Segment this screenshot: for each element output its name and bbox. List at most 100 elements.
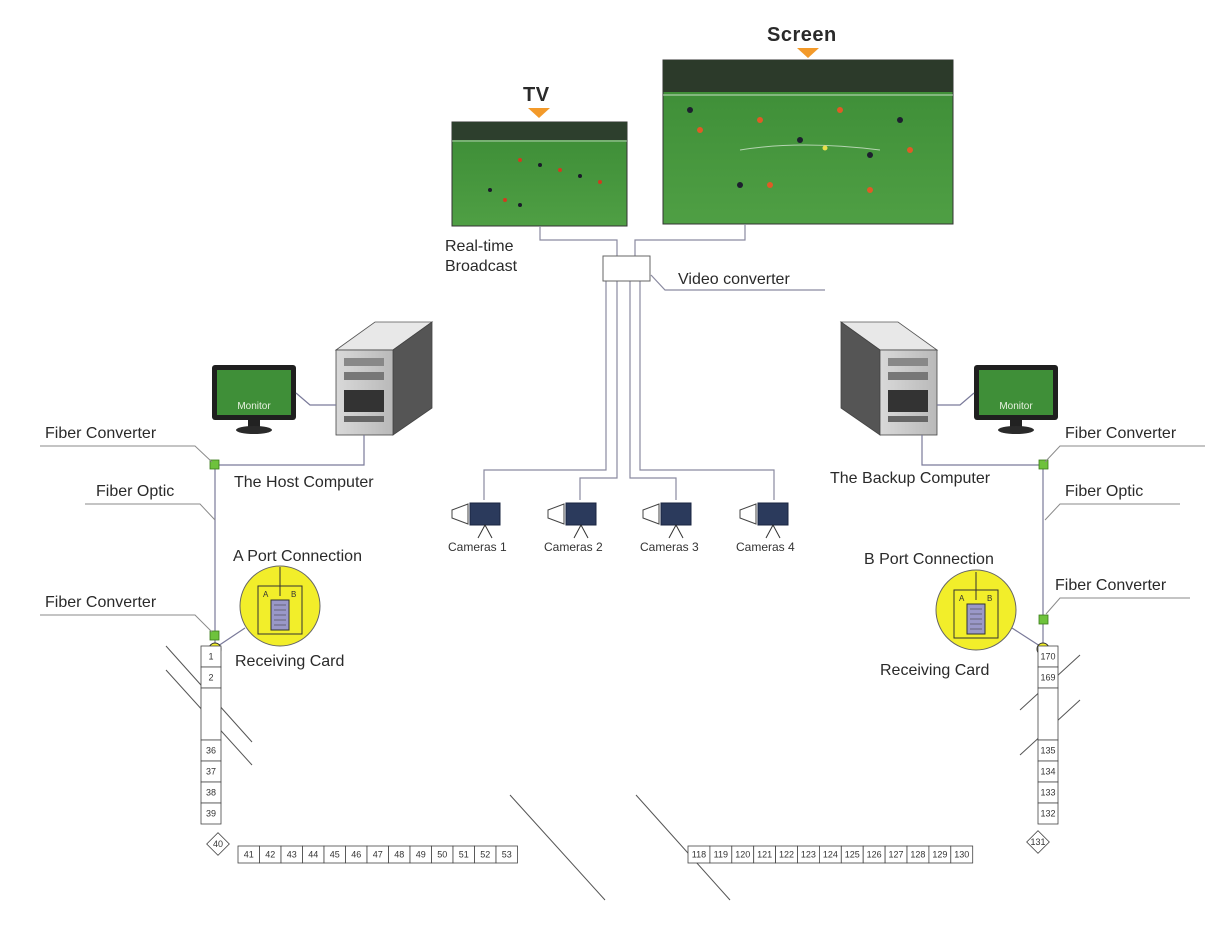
led-module-cell: 134 bbox=[1037, 760, 1059, 783]
backup-computer-label: The Backup Computer bbox=[830, 470, 991, 487]
svg-text:129: 129 bbox=[932, 850, 947, 860]
video-lines bbox=[483, 224, 825, 500]
led-module-cell: 135 bbox=[1037, 739, 1059, 762]
led-module-cell: 118 bbox=[687, 845, 711, 864]
led-module-cell: 37 bbox=[200, 760, 222, 783]
led-module-cell: 123 bbox=[797, 845, 820, 864]
led-module-cell: 169 bbox=[1037, 666, 1059, 689]
host-lines bbox=[214, 392, 365, 649]
big-screen-display bbox=[662, 59, 954, 225]
led-module-cell: 42 bbox=[259, 845, 282, 864]
left-receiving-card-label: Receiving Card bbox=[235, 653, 345, 670]
host-monitor-text: Monitor bbox=[237, 401, 271, 412]
host-tower-icon bbox=[334, 321, 434, 436]
right-receiving-card-label: Receiving Card bbox=[880, 662, 990, 679]
led-module-cell: 128 bbox=[906, 845, 930, 864]
backup-tower-icon bbox=[839, 321, 939, 436]
backup-monitor-icon: Monitor bbox=[974, 365, 1058, 434]
svg-text:126: 126 bbox=[867, 850, 882, 860]
camera-2-label: Cameras 2 bbox=[544, 540, 603, 554]
svg-text:120: 120 bbox=[735, 850, 750, 860]
led-module-cell: 49 bbox=[409, 845, 432, 864]
led-module-gap bbox=[200, 687, 222, 741]
a-port-connection-label: A Port Connection bbox=[233, 548, 362, 565]
backup-lines bbox=[921, 392, 1044, 649]
svg-text:44: 44 bbox=[308, 850, 318, 860]
led-module-cell: 170 bbox=[1037, 645, 1059, 668]
svg-text:121: 121 bbox=[757, 850, 772, 860]
led-module-cell: 45 bbox=[323, 845, 346, 864]
video-converter-label: Video converter bbox=[678, 271, 790, 288]
svg-text:A: A bbox=[959, 594, 965, 603]
led-module-cell: 41 bbox=[237, 845, 260, 864]
screen-label: Screen bbox=[767, 24, 837, 46]
camera-1-icon bbox=[451, 502, 501, 539]
svg-text:40: 40 bbox=[213, 839, 223, 849]
led-module-cell: 2 bbox=[200, 666, 222, 689]
b-port-connection-label: B Port Connection bbox=[864, 551, 994, 568]
left-fiber-converter-bottom-label: Fiber Converter bbox=[45, 594, 157, 611]
b-port-magnifier-icon: A B bbox=[935, 569, 1017, 651]
led-module-gap bbox=[1037, 687, 1059, 741]
led-module-cell: 39 bbox=[200, 802, 222, 825]
svg-text:50: 50 bbox=[437, 850, 447, 860]
svg-text:48: 48 bbox=[394, 850, 404, 860]
led-module-cell: 48 bbox=[388, 845, 411, 864]
led-module-cell: 50 bbox=[431, 845, 454, 864]
svg-text:131: 131 bbox=[1030, 837, 1045, 847]
svg-text:119: 119 bbox=[714, 850, 728, 860]
svg-text:2: 2 bbox=[208, 673, 213, 683]
led-module-cell: 124 bbox=[819, 845, 842, 864]
led-module-cell: 53 bbox=[495, 845, 518, 864]
led-module-cell: 125 bbox=[840, 845, 864, 864]
svg-text:49: 49 bbox=[416, 850, 426, 860]
camera-3-label: Cameras 3 bbox=[640, 540, 699, 554]
tv-display bbox=[451, 121, 628, 227]
led-module-cell: 127 bbox=[884, 845, 908, 864]
svg-text:135: 135 bbox=[1040, 746, 1055, 756]
svg-text:52: 52 bbox=[480, 850, 490, 860]
led-module-cell: 126 bbox=[862, 845, 886, 864]
led-module-corner-left: 40 bbox=[206, 832, 230, 856]
svg-text:41: 41 bbox=[244, 850, 254, 860]
tv-arrow-icon bbox=[528, 108, 550, 118]
svg-text:A: A bbox=[263, 590, 269, 599]
left-fiber-converter-top-label: Fiber Converter bbox=[45, 425, 157, 442]
right-fiber-converter-bottom-label: Fiber Converter bbox=[1055, 577, 1167, 594]
svg-text:1: 1 bbox=[208, 652, 213, 662]
backup-fiber-converter-top-icon bbox=[1038, 459, 1049, 470]
host-computer-label: The Host Computer bbox=[234, 474, 374, 491]
tv-label: TV bbox=[523, 84, 550, 106]
svg-text:42: 42 bbox=[265, 850, 275, 860]
screen-arrow-icon bbox=[797, 48, 819, 58]
svg-text:169: 169 bbox=[1040, 673, 1055, 683]
led-module-cell: 1 bbox=[200, 645, 222, 668]
svg-text:123: 123 bbox=[801, 850, 816, 860]
svg-text:B: B bbox=[987, 594, 992, 603]
left-fiber-optic-label: Fiber Optic bbox=[96, 483, 175, 500]
svg-text:45: 45 bbox=[330, 850, 340, 860]
svg-text:122: 122 bbox=[779, 850, 794, 860]
led-module-cell: 119 bbox=[709, 845, 733, 864]
svg-text:37: 37 bbox=[206, 767, 216, 777]
host-fiber-converter-top-icon bbox=[209, 459, 220, 470]
led-module-cell: 52 bbox=[474, 845, 497, 864]
led-module-cell: 133 bbox=[1037, 781, 1059, 804]
led-module-cell: 44 bbox=[302, 845, 325, 864]
camera-2-icon bbox=[547, 502, 597, 539]
host-fiber-converter-bottom-icon bbox=[209, 630, 220, 641]
camera-3-icon bbox=[642, 502, 692, 539]
led-module-cell: 130 bbox=[950, 845, 974, 864]
svg-text:128: 128 bbox=[910, 850, 925, 860]
led-module-cell: 122 bbox=[775, 845, 798, 864]
svg-text:133: 133 bbox=[1040, 788, 1055, 798]
realtime-broadcast-line1: Real-time bbox=[445, 238, 514, 255]
camera-4-icon bbox=[739, 502, 789, 539]
svg-text:51: 51 bbox=[459, 850, 469, 860]
svg-text:134: 134 bbox=[1040, 767, 1055, 777]
svg-text:43: 43 bbox=[287, 850, 297, 860]
backup-fiber-converter-bottom-icon bbox=[1038, 614, 1049, 625]
svg-text:36: 36 bbox=[206, 746, 216, 756]
led-module-cell: 47 bbox=[366, 845, 389, 864]
